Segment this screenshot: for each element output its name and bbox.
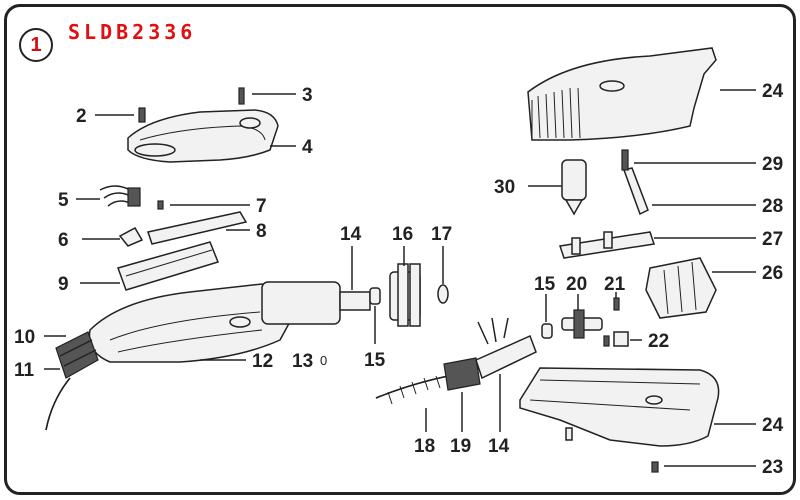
callout-30: 30	[494, 177, 515, 198]
part-plug-connector-16	[389, 263, 421, 327]
callout-15-right: 15	[534, 274, 556, 295]
part-cable	[45, 377, 71, 431]
part-lower-housing	[519, 367, 720, 447]
part-oring-17	[437, 284, 449, 304]
callout-15-left: 15	[364, 350, 386, 371]
part-strip	[117, 241, 219, 291]
callout-22: 22	[648, 331, 669, 352]
callout-29: 29	[762, 154, 783, 175]
callout-9: 9	[58, 274, 69, 295]
figure-number-badge: 1	[19, 28, 53, 62]
part-knob	[561, 159, 587, 216]
callout-4: 4	[302, 137, 313, 158]
part-cylinder-sleeve	[261, 281, 371, 325]
callout-23: 23	[762, 457, 783, 478]
callout-18: 18	[414, 436, 435, 457]
part-upper-housing	[527, 47, 717, 141]
part-fitting-20	[561, 309, 603, 339]
callout-7: 7	[256, 196, 267, 217]
callout-16: 16	[392, 224, 413, 245]
part-gland-19	[443, 357, 481, 391]
part-small-screw-7	[157, 200, 164, 210]
screw-2	[138, 107, 146, 123]
callout-13: 13	[292, 351, 313, 372]
part-sleeve-14	[475, 317, 537, 380]
callout-13-glyph: 0	[320, 353, 327, 368]
callout-12: 12	[252, 351, 273, 372]
part-top-cover	[127, 109, 279, 163]
part-main-body	[88, 283, 293, 363]
part-pin	[621, 149, 649, 216]
callout-17: 17	[431, 224, 452, 245]
callout-11: 11	[14, 360, 35, 381]
callout-28: 28	[762, 196, 783, 217]
model-code: SLDB2336	[68, 20, 197, 44]
callout-6: 6	[58, 230, 69, 251]
part-ring-15b	[541, 323, 553, 339]
callout-14-bottom: 14	[488, 436, 510, 457]
part-terminal-block	[645, 257, 717, 319]
part-ring-15	[369, 287, 381, 305]
part-cable-gland	[55, 331, 99, 379]
part-pin-21	[613, 297, 620, 311]
screw-23	[651, 461, 659, 473]
callout-3: 3	[302, 85, 313, 106]
part-terminal-bar	[147, 211, 248, 245]
screw-3	[238, 87, 245, 105]
callout-labels: 2 3 4 5 6 7 8 9 10 11 12 13 0 14 15 16 1…	[14, 81, 784, 478]
callout-20: 20	[566, 274, 587, 295]
callout-2: 2	[76, 106, 87, 127]
callout-21: 21	[604, 274, 626, 295]
callout-26: 26	[762, 263, 783, 284]
part-clip	[118, 226, 144, 247]
callout-14-top: 14	[340, 224, 362, 245]
callout-24-top: 24	[762, 81, 784, 102]
callout-27: 27	[762, 229, 783, 250]
callout-8: 8	[256, 221, 267, 242]
callout-10: 10	[14, 327, 35, 348]
part-contact-bar	[559, 231, 655, 259]
part-wire-connector	[99, 185, 141, 207]
callout-5: 5	[58, 190, 69, 211]
callout-24-bottom: 24	[762, 415, 784, 436]
part-clip-22	[603, 331, 629, 347]
leader-lines	[44, 89, 756, 467]
callout-19: 19	[450, 436, 471, 457]
